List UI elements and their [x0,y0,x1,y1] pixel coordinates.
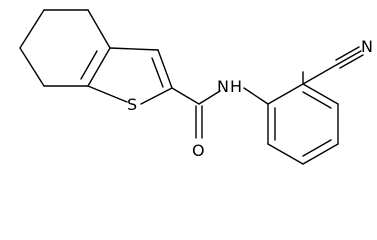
atom-nitrogen-amide: N [217,77,229,96]
bond-n-aryl [243,87,269,105]
atom-oxygen: O [192,141,205,160]
bond-thiophene-1 [109,47,159,51]
bond-benzene-4 [302,143,339,165]
bond-ring-1 [19,9,45,49]
bond-thiophene-2-double [151,57,164,88]
bond-thiophene-3 [140,87,173,105]
atom-sulfur: S [127,95,137,114]
atom-nitrogen-nitrile: N [361,37,373,56]
bond-thiophene-2 [157,49,173,89]
bond-ring-6 [19,47,45,87]
bond-carbonyl-c [171,87,200,105]
bond-benzene-double-2 [302,139,332,157]
bond-thiophene-4 [87,85,128,103]
bond-nitrile-triple-3 [339,54,364,69]
bond-benzene-2 [302,83,339,105]
atom-hydrogen-amide: H [230,77,242,96]
bond-benzene-1 [267,83,304,105]
bond-c-n [198,90,221,105]
bond-nitrile-triple-1 [335,46,360,61]
bond-ring-3 [87,9,111,49]
bond-ring-fused-double [80,50,98,80]
bond-benzene-double-1 [302,91,332,109]
bond-nitrile-triple-2 [337,50,362,65]
structure-diagram: S N H O N [19,9,373,165]
bond-ring-4 [87,47,111,87]
bond-nitrile-c [302,63,339,85]
structure-canvas: S N H O N [19,9,373,165]
bond-benzene-5 [267,143,304,165]
